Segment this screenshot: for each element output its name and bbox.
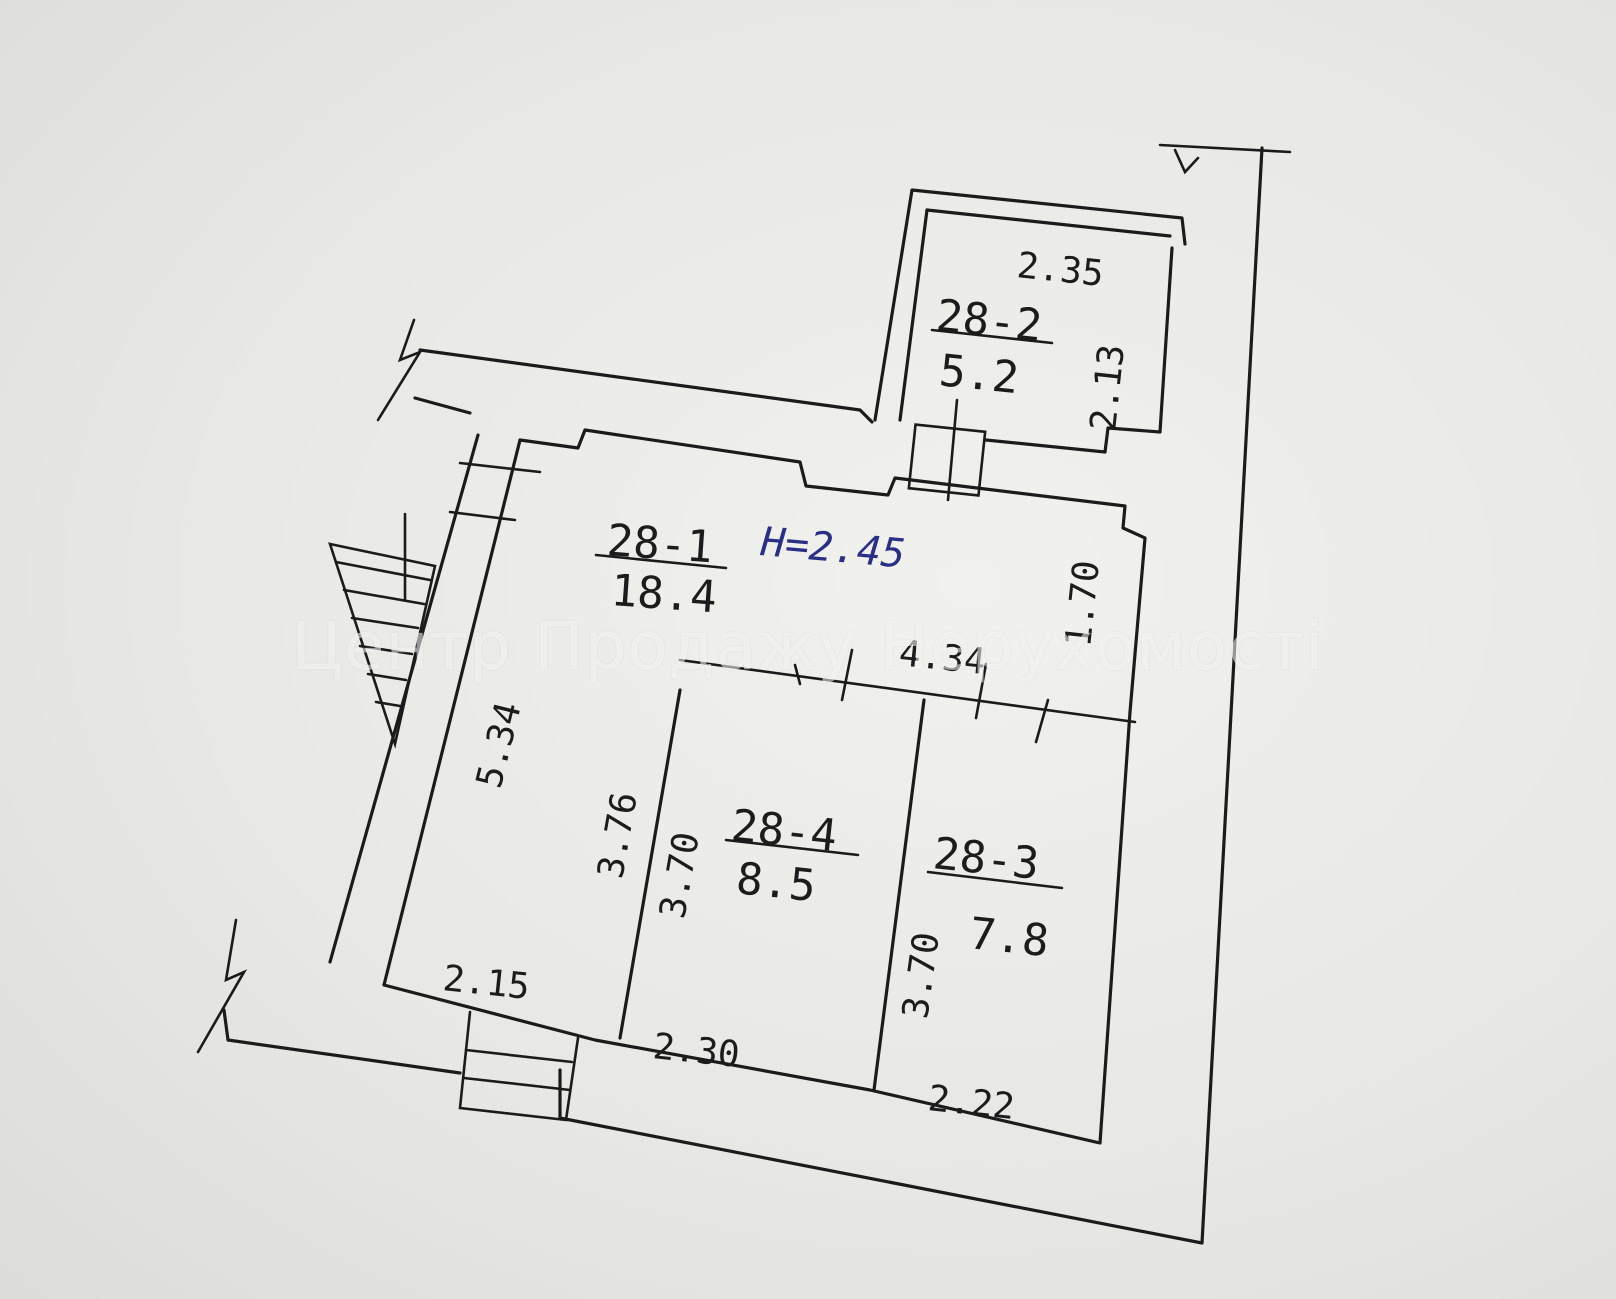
room-28-2-id: 28-2 [934,290,1045,352]
entry-steps [458,1010,580,1122]
room-28-3-fraction-bar [926,870,1064,890]
room-28-4-left-partition [618,688,682,1040]
dim-2-15: 2.15 [441,958,532,1008]
dim-5-34: 5.34 [469,698,530,792]
room-28-2-inner [984,246,1174,454]
break-mark-upper-left [376,318,424,422]
room-28-3-area: 7.8 [967,908,1051,967]
dim-2-35: 2.35 [1015,245,1106,295]
room-28-3-left-partition [872,698,926,1092]
dim-2-13: 2.13 [1083,342,1133,433]
outer-wall-left [222,1008,462,1075]
room-28-1-id: 28-1 [605,515,714,573]
break-mark-top-right [1158,143,1292,175]
room-28-1-top-wall [518,428,1147,714]
dim-3-76: 3.76 [590,789,645,882]
corridor-hatch-2 [448,510,517,522]
ceiling-height: H=2.45 [758,519,907,578]
outer-wall-top [418,348,874,424]
dim-1-70: 1.70 [1058,558,1108,649]
dim-4-34: 4.34 [897,633,988,683]
doorway-28-1-28-2 [907,423,987,497]
room-28-4-id: 28-4 [729,800,840,862]
room-28-2-fraction-bar [930,328,1054,345]
dimension-ticks [793,648,1050,744]
room-28-2-area: 5.2 [937,345,1021,404]
break-mark-lower-left [196,918,248,1054]
room-28-2-inner-left [898,208,929,422]
room-28-1-fraction-bar [594,553,728,570]
dim-3-70-right: 3.70 [895,930,948,1022]
room-28-4-fraction-bar [724,838,860,857]
room-28-3-id: 28-3 [931,828,1042,890]
stair-hatching [334,512,432,708]
corridor-hatch-1 [458,461,542,474]
room-28-1-left-wall [382,438,522,987]
room-28-4-area: 8.5 [734,853,818,912]
room-28-2-outer [873,188,1187,422]
outer-wall-right [558,146,1264,1245]
partition-line [678,658,1137,724]
dim-2-22: 2.22 [926,1078,1017,1128]
room-28-1-area: 18.4 [609,565,718,623]
dim-3-70-left: 3.70 [652,829,707,922]
inner-wall-top-left [413,396,472,415]
room-28-2-inner-top [925,208,1172,238]
room-bottom-wall [382,710,1132,1145]
dim-2-30: 2.30 [651,1026,742,1076]
stair-triangle [328,542,437,749]
